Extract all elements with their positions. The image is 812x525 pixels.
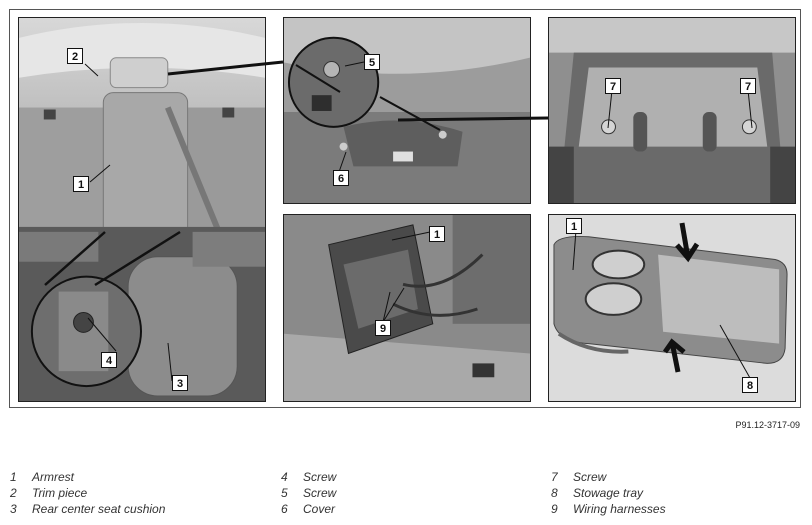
- photo-wiring-harnesses: [283, 214, 531, 402]
- photo-stowage-tray: [548, 214, 796, 402]
- callout-screw-7-left: 7: [605, 78, 621, 94]
- callout-screw-5: 5: [364, 54, 380, 70]
- figure-code: P91.12-3717-09: [735, 420, 800, 430]
- callout-wiring-harnesses: 9: [375, 320, 391, 336]
- photo-tray-screws: [548, 17, 796, 204]
- callout-armrest: 1: [73, 176, 89, 192]
- callout-stowage-tray: 8: [742, 377, 758, 393]
- callout-screw-4: 4: [101, 352, 117, 368]
- photo-rear-seat-armrest: [18, 17, 266, 402]
- callout-armrest-p5: 1: [566, 218, 582, 234]
- callout-cover-6: 6: [333, 170, 349, 186]
- callout-screw-7-right: 7: [740, 78, 756, 94]
- callout-seat-cushion: 3: [172, 375, 188, 391]
- callout-armrest-trim: 2: [67, 48, 83, 64]
- callout-armrest-p4: 1: [429, 226, 445, 242]
- photo-cover-screw: [283, 17, 531, 204]
